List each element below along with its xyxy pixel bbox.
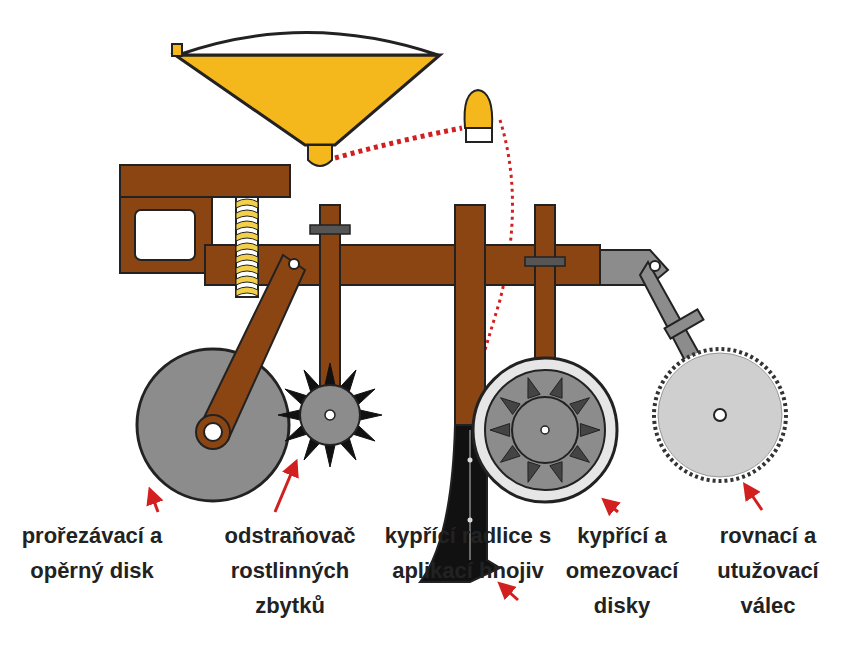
packing-roller bbox=[654, 349, 786, 481]
metering-unit bbox=[465, 90, 493, 142]
seed-tube bbox=[335, 128, 462, 158]
seed-hopper bbox=[172, 33, 440, 167]
leader-arrow bbox=[500, 584, 518, 600]
closing-disks bbox=[473, 205, 617, 502]
spring bbox=[236, 197, 258, 297]
part-label: kypřící a omezovací disky bbox=[557, 518, 687, 624]
part-label: rovnací a utužovací válec bbox=[704, 518, 832, 624]
disk-arm bbox=[196, 255, 305, 449]
fertilizer-tube bbox=[485, 120, 513, 350]
part-label: odstraňovač rostlinných zbytků bbox=[208, 518, 373, 624]
cutting-disk bbox=[137, 349, 289, 501]
part-label: kypřící radlice s aplikací hnojiv bbox=[373, 518, 563, 588]
frame bbox=[120, 165, 600, 285]
residue-remover bbox=[278, 205, 382, 467]
part-label: prořezávací a opěrný disk bbox=[12, 518, 172, 588]
